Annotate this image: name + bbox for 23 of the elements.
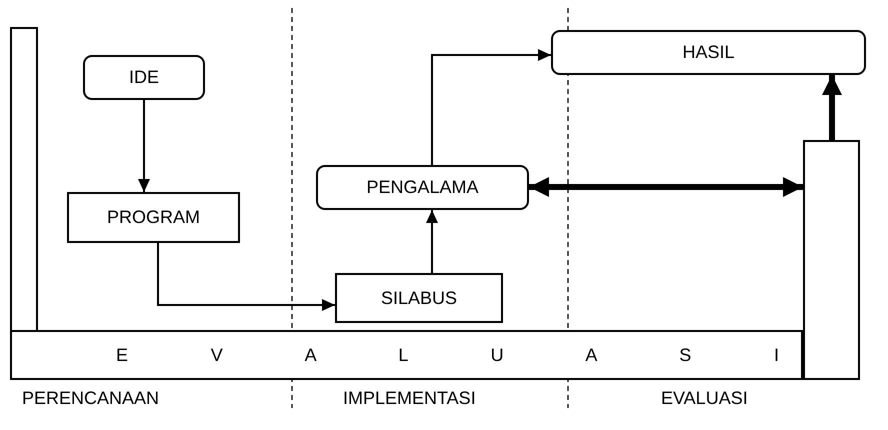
node-text: PENGALAMA [366,177,479,198]
node-text: IDE [128,67,159,88]
node-text: HASIL [682,42,735,63]
process-box [335,273,503,323]
arrow [431,49,551,165]
node-text: PROGRAM [106,207,200,228]
arrow [529,177,803,197]
phase-label: PERENCANAAN [22,388,160,409]
node-text: E V A L U A S I [115,344,780,366]
vertical-bar [10,27,38,330]
arrow [822,75,842,140]
process-box [316,165,529,210]
arrow [138,100,150,192]
vertical-bar [803,140,860,380]
arrow [426,210,438,273]
node-text: SILABUS [380,288,458,308]
phase-label: EVALUASI [661,388,748,409]
process-box [551,30,866,75]
band [10,330,803,380]
arrow [157,243,335,311]
phase-label: IMPLEMENTASI [343,388,476,409]
process-box [67,192,240,243]
process-box [83,55,205,100]
